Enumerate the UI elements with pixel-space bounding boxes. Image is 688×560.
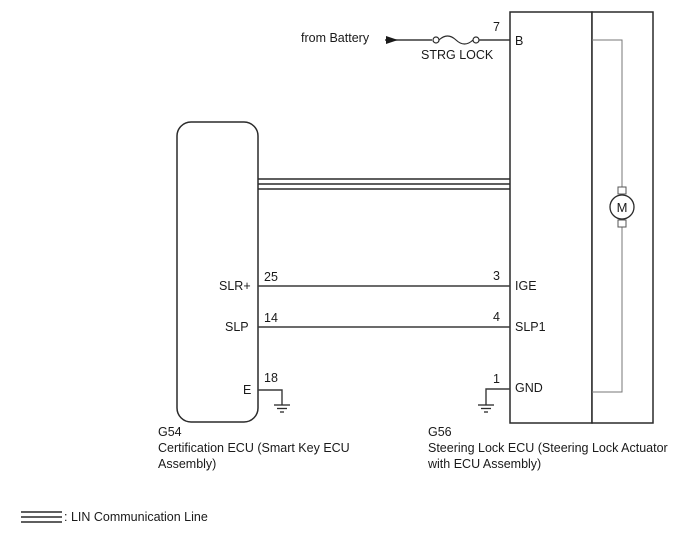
pin-number-4: 4 (493, 310, 500, 324)
fuse-strg-lock: STRG LOCK (421, 35, 510, 62)
motor-icon (609, 194, 635, 220)
pin-number-18: 18 (264, 371, 278, 385)
legend-label: : LIN Communication Line (64, 510, 208, 524)
certification-ecu-code: G54 (158, 425, 182, 439)
certification-ecu-name-line2: Assembly) (158, 457, 216, 471)
certification-ecu: SLR+ 25 SLP 14 E 18 G54 Certification EC… (158, 121, 350, 471)
steering-lock-ecu-box (509, 11, 593, 424)
pin-number-25: 25 (264, 270, 278, 284)
fuse-terminal-right (472, 36, 480, 44)
pin-number-14: 14 (264, 311, 278, 325)
pin-name-gnd: GND (515, 381, 543, 395)
steering-lock-ecu-name-line1: Steering Lock ECU (Steering Lock Actuato… (428, 441, 668, 455)
fuse-terminal-left (432, 36, 440, 44)
pin-number-3: 3 (493, 269, 500, 283)
motor-circuit: M (592, 39, 635, 393)
lin-communication-line (258, 178, 510, 190)
pin-name-slp: SLP (225, 320, 249, 334)
steering-lock-ecu-code: G56 (428, 425, 452, 439)
pin-name-ige: IGE (515, 279, 537, 293)
pin-number-7: 7 (493, 20, 500, 34)
pin-name-b: B (515, 34, 523, 48)
ground-right (478, 388, 510, 413)
battery-supply: from Battery (301, 31, 432, 45)
certification-ecu-box (176, 121, 259, 423)
motor-brush-top (617, 186, 627, 195)
fuse-label: STRG LOCK (421, 48, 494, 62)
motor-symbol: M (617, 200, 628, 215)
pin-name-slp1: SLP1 (515, 320, 546, 334)
ground-left-wire (258, 389, 283, 405)
ground-right-wire (485, 388, 510, 405)
ground-left (258, 389, 290, 413)
legend: : LIN Communication Line (21, 510, 208, 524)
fuse-icon (438, 35, 474, 45)
pin-number-1: 1 (493, 372, 500, 386)
steering-lock-ecu: B 7 IGE 3 SLP1 4 GND 1 G56 Steering Lock… (427, 11, 668, 471)
certification-ecu-name-line1: Certification ECU (Smart Key ECU (158, 441, 350, 455)
steering-lock-ecu-name-line2: with ECU Assembly) (427, 457, 541, 471)
pin-name-slr-plus: SLR+ (219, 279, 251, 293)
arrow-icon (386, 36, 398, 44)
pin-name-e: E (243, 383, 251, 397)
battery-label: from Battery (301, 31, 370, 45)
motor-brush-bottom (617, 219, 627, 228)
